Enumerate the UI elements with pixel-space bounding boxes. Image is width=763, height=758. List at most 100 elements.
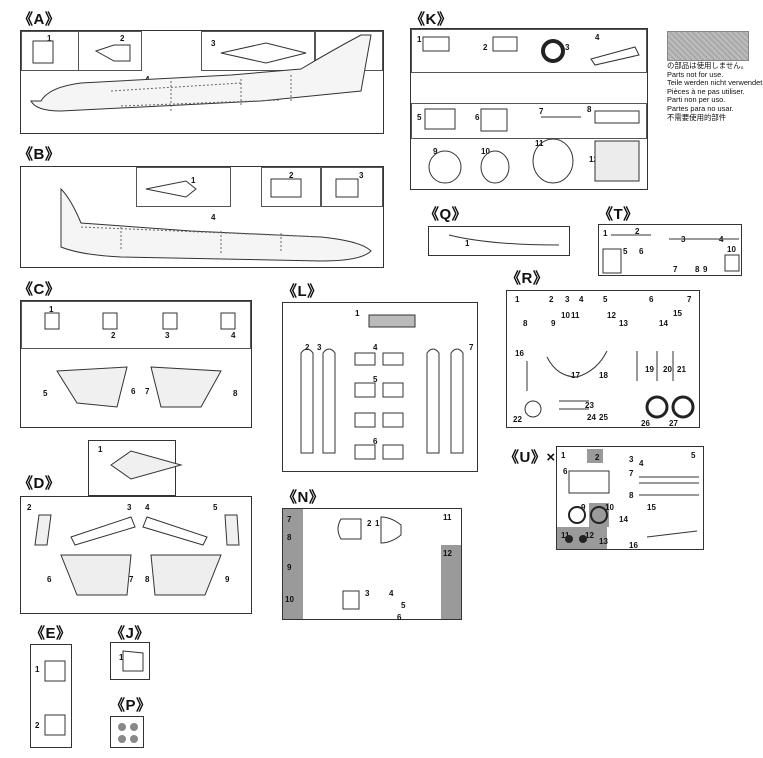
part-number: 7: [287, 515, 292, 524]
legend-swatch: [667, 31, 749, 61]
tree-e-label: 《E》: [30, 625, 72, 642]
part-number: 5: [401, 601, 406, 610]
part-number: 6: [131, 387, 136, 396]
tree-n-unused-strip-left: [283, 509, 303, 619]
part-number: 4: [639, 459, 644, 468]
part-number: 3: [565, 295, 570, 304]
part-number: 5: [43, 389, 48, 398]
part-number: 13: [599, 537, 608, 546]
tree-r-label: 《R》: [506, 270, 549, 287]
part-number: 2: [35, 721, 40, 730]
part-number: 27: [669, 419, 678, 428]
part-number: 3: [359, 171, 364, 180]
part-number: 21: [677, 365, 686, 374]
part-number: 8: [629, 491, 634, 500]
part-number: 12: [443, 549, 452, 558]
tree-q-label: 《Q》: [424, 206, 468, 223]
part-number: 9: [225, 575, 230, 584]
part-number: 6: [475, 113, 480, 122]
tree-q-part-drawing: [448, 234, 560, 246]
part-number: 1: [47, 34, 52, 43]
part-number: 1: [35, 665, 40, 674]
part-number: 1: [603, 229, 608, 238]
tree-c-top-row: [21, 301, 251, 349]
part-number: 8: [287, 533, 292, 542]
tree-j-label: 《J》: [110, 625, 150, 642]
part-number: 9: [551, 319, 556, 328]
part-number: 8: [145, 575, 150, 584]
part-number: 5: [691, 451, 696, 460]
tree-k-row-2: [411, 103, 647, 139]
part-number: 11: [571, 311, 580, 320]
part-number: 4: [373, 343, 378, 352]
fuselage-half-left-drawing: [30, 34, 372, 112]
part-number: 1: [98, 445, 103, 454]
part-number: 2: [483, 43, 488, 52]
part-number: 12: [585, 531, 594, 540]
legend-note-en: Parts not for use.: [667, 69, 724, 79]
part-number: 3: [317, 343, 322, 352]
part-number: 7: [673, 265, 678, 274]
tree-c-label: 《C》: [18, 281, 61, 298]
part-number: 9: [287, 563, 292, 572]
part-number: 3: [165, 331, 170, 340]
part-number: 8: [233, 389, 238, 398]
part-number: 2: [289, 171, 294, 180]
part-number: 4: [579, 295, 584, 304]
part-number: 7: [129, 575, 134, 584]
part-number: 6: [649, 295, 654, 304]
legend-notes: の部品は使用しません。 Parts not for use. Teile wer…: [667, 61, 763, 122]
tree-n-frame: 7 8 9 10 1 2 3 4 5 6 11 12: [282, 508, 462, 622]
part-number: 9: [433, 147, 438, 156]
tree-l-frame: 1 2 3 4 5 6 7: [282, 302, 478, 472]
part-number: 1: [561, 451, 566, 460]
part-number: 2: [549, 295, 554, 304]
tree-r-parts-drawing: [524, 350, 695, 419]
part-number: 10: [561, 311, 570, 320]
tree-k-label: 《K》: [410, 11, 453, 28]
part-number: 2: [111, 331, 116, 340]
tree-u-frame: 1 2 3 4 5 6 7 8 9 10 11 12 13 14 15 16: [556, 446, 704, 550]
tree-j-part-drawing: [122, 650, 144, 672]
part-number: 7: [687, 295, 692, 304]
part-number: 3: [211, 39, 216, 48]
tree-n-unused-strip-right: [441, 545, 461, 619]
part-number: 8: [587, 105, 592, 114]
tree-a-label: 《A》: [18, 11, 61, 28]
part-number: 9: [703, 265, 708, 274]
part-number: 1: [375, 519, 380, 528]
part-number: 26: [641, 419, 650, 428]
part-number: 6: [47, 575, 52, 584]
part-number: 3: [565, 43, 570, 52]
part-number: 23: [585, 401, 594, 410]
part-number: 4: [595, 33, 600, 42]
tree-a-cell-3: [201, 31, 315, 71]
tree-u-parts-drawing: [565, 470, 699, 543]
legend-note-de: Teile werden nicht verwendet.: [667, 78, 763, 88]
part-number: 6: [563, 467, 568, 476]
part-number: 1: [417, 35, 422, 44]
part-number: 20: [663, 365, 672, 374]
tree-p-frame: [110, 716, 144, 748]
part-number: 24: [587, 413, 596, 422]
tree-b-frame: 1 2 3 4: [20, 166, 384, 268]
tree-q-frame: 1: [428, 226, 570, 256]
part-number: 3: [127, 503, 132, 512]
part-number: 13: [619, 319, 628, 328]
tree-k-frame: 1 2 3 4 5 6 7 8 9 10 11 12: [410, 28, 648, 190]
tree-u-label: 《U》×2: [504, 449, 565, 466]
part-number: 2: [595, 453, 600, 462]
part-number: 10: [727, 245, 736, 254]
part-number: 5: [373, 375, 378, 384]
part-number: 1: [355, 309, 360, 318]
tree-r-frame: 1 2 3 4 5 6 7 8 9 10 11 12 13 14 15 16 1…: [506, 290, 700, 428]
part-number: 2: [367, 519, 372, 528]
tree-t-parts-drawing: [602, 234, 740, 274]
part-number: 6: [373, 437, 378, 446]
tree-a-cell-2: [78, 31, 142, 71]
tree-j-frame: 1: [110, 642, 150, 680]
part-number: 1: [515, 295, 520, 304]
tree-k-row-1: [411, 29, 647, 73]
part-number: 14: [659, 319, 668, 328]
part-number: 6: [639, 247, 644, 256]
